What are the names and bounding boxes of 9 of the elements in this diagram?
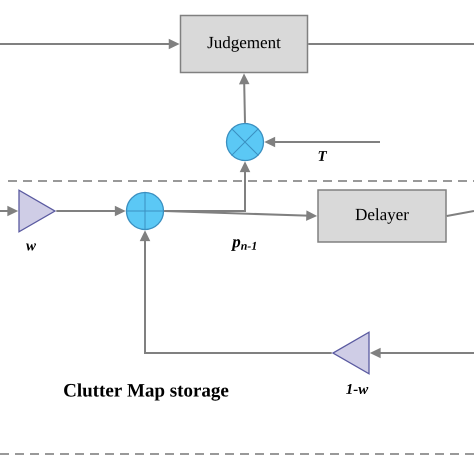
gain-label: w	[26, 244, 36, 251]
adder-circle	[125, 191, 165, 231]
signal-label: p$_{n-1}$	[231, 239, 256, 251]
edge-label: T	[318, 151, 328, 161]
process-box: Delayer	[317, 189, 447, 243]
gain-label: 1-w	[346, 384, 368, 394]
section-title: Clutter Map storage	[64, 383, 228, 401]
process-box: Judgement	[180, 14, 308, 74]
multiplier-circle	[226, 122, 264, 162]
